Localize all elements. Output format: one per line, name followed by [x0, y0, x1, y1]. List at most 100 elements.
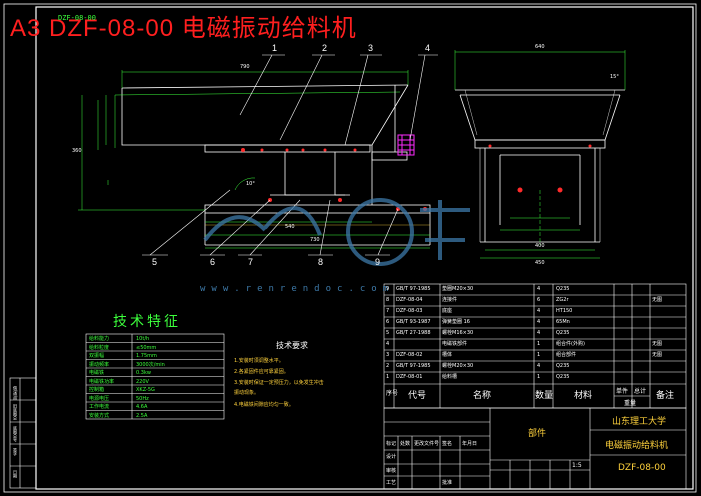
bom-cell: 螺栓M20×30 [442, 363, 474, 369]
requirement-item: 2.各紧固件应可靠紧固。 [234, 369, 289, 375]
front-bolts [241, 148, 427, 211]
bom-cell: DZF-08-01 [396, 374, 423, 380]
tech-spec-value: 220V [136, 378, 149, 385]
bom-header-code: 代号 [408, 391, 427, 401]
bom-cell: 3 [386, 352, 390, 358]
bom-cell: ZG2r [556, 297, 569, 303]
bom-cell: 5 [386, 330, 390, 336]
dim-side-base: 400 [535, 243, 545, 249]
bom-cell: 4 [537, 308, 541, 314]
role-design: 设计 [386, 454, 397, 460]
bom-cell: 1 [386, 374, 390, 380]
bom-cell: 组合件(外购) [556, 341, 585, 347]
tech-spec-label: 控制箱 [89, 387, 105, 393]
callout-5: 5 [152, 257, 158, 267]
tech-spec-heading: 技术特征 [113, 314, 181, 330]
requirement-item: 振动现象。 [234, 390, 260, 396]
callout-9: 9 [375, 257, 381, 267]
bom-cell: 组合部件 [556, 352, 577, 358]
callout-leaders [142, 54, 438, 256]
title-tag: DZF-08-00 [58, 14, 96, 22]
bom-cell: 2 [386, 363, 390, 369]
rev-label-mark: 标记 [386, 441, 397, 447]
bom-cell: Q235 [556, 330, 570, 336]
title-block-name: 电磁振动给料机 [605, 441, 669, 451]
bom-cell: Q235 [556, 374, 570, 380]
watermark-logo [203, 198, 470, 266]
dim-bottom-length: 730 [310, 237, 320, 243]
strip-label-5: 日期 [13, 470, 18, 478]
bom-cell: 4 [537, 330, 541, 336]
tech-spec-value: 4.6A [136, 404, 148, 410]
front-dimensions [78, 70, 430, 249]
bom-cell: GB/T 97-1985 [396, 363, 431, 369]
bom-header-qty: 数量 [535, 391, 554, 401]
tech-spec-label: 安装方式 [89, 412, 110, 419]
side-bolts [488, 144, 592, 193]
bom-cell: 65Mn [556, 319, 570, 325]
bom-cell: DZF-08-03 [396, 308, 423, 314]
bom-cell: 底座 [442, 308, 453, 314]
bom-cell: 弹簧垫圈 16 [442, 319, 470, 325]
callout-1: 1 [272, 43, 278, 53]
role-process: 工艺 [386, 480, 397, 486]
bom-cell: 4 [386, 341, 390, 347]
strip-label-2: 旧底图总号 [13, 404, 18, 420]
title-block-code: DZF-08-00 [618, 463, 666, 473]
title-block-part: 部件 [528, 429, 547, 439]
drawing-title: A3 DZF-08-00 电磁振动给料机 [10, 15, 357, 42]
strip-label-1: 借(通)用件登记 [13, 386, 18, 400]
tech-spec-value: XKZ-5G [136, 387, 155, 393]
side-dimensions [454, 50, 626, 259]
bom-header-remark: 备注 [656, 391, 675, 401]
bom-cell: GB/T 27-1988 [396, 330, 431, 336]
tech-spec-label: 振动频率 [89, 361, 110, 368]
tech-spec-table [85, 333, 225, 420]
bom-cell: 4 [537, 286, 541, 292]
bom-cell: 6 [386, 319, 390, 325]
callout-2: 2 [322, 43, 328, 53]
requirement-item: 1.安装时须调整水平。 [234, 358, 284, 364]
bom-cell: 螺栓M16×30 [442, 330, 474, 336]
callout-6: 6 [210, 257, 216, 267]
dim-angle: 10° [246, 181, 255, 187]
tech-spec-label: 电源电压 [89, 395, 110, 402]
bom-cell: 8 [386, 297, 390, 303]
tech-spec-value: ≤50mm [136, 344, 157, 351]
bom-cell: 4 [537, 319, 541, 325]
bom-header-total: 总计 [634, 388, 647, 395]
bom-cell: 1 [537, 374, 541, 380]
tech-spec-value: 0.3kw [136, 370, 151, 376]
tech-spec-value: 50Hz [136, 395, 149, 402]
bom-cell: DZF-08-04 [396, 297, 423, 303]
dim-height-total: 360 [72, 148, 82, 154]
rev-label-sign: 签名 [442, 441, 453, 447]
callout-4: 4 [425, 43, 431, 53]
watermark-text: www.renrendoc.com [200, 284, 395, 294]
outer-frame [3, 3, 697, 493]
bom-cell: 无图 [652, 341, 663, 347]
left-strip [9, 377, 37, 489]
dim-side-top: 640 [535, 44, 545, 50]
rev-label-count: 处数 [400, 441, 411, 447]
bom-cell: Q235 [556, 363, 570, 369]
bom-cell: 无图 [652, 297, 663, 303]
bom-cell: Q235 [556, 286, 570, 292]
bom-cell: 4 [537, 363, 541, 369]
side-view [455, 89, 625, 243]
requirements-heading: 技术要求 [276, 341, 308, 350]
tech-spec-label: 工作电流 [89, 404, 110, 410]
tech-spec-value: 3000次/min [136, 361, 165, 368]
bom-cell: GB/T 97-1985 [396, 286, 431, 292]
rev-label-date: 年月日 [462, 441, 478, 447]
tech-spec-label: 给料粒度 [89, 344, 110, 351]
strip-label-3: 底图总号 [13, 426, 18, 442]
strip-label-4: 签字 [13, 448, 18, 456]
tech-spec-value: 10t/h [136, 336, 150, 342]
bom-cell: 1 [537, 341, 541, 347]
bom-cell: 9 [386, 286, 390, 292]
bom-cell: 垫圈M20×30 [442, 286, 474, 292]
inner-frame [35, 6, 694, 490]
bom-cell: HT150 [556, 308, 573, 314]
tech-spec-value: 2.5A [136, 412, 148, 419]
